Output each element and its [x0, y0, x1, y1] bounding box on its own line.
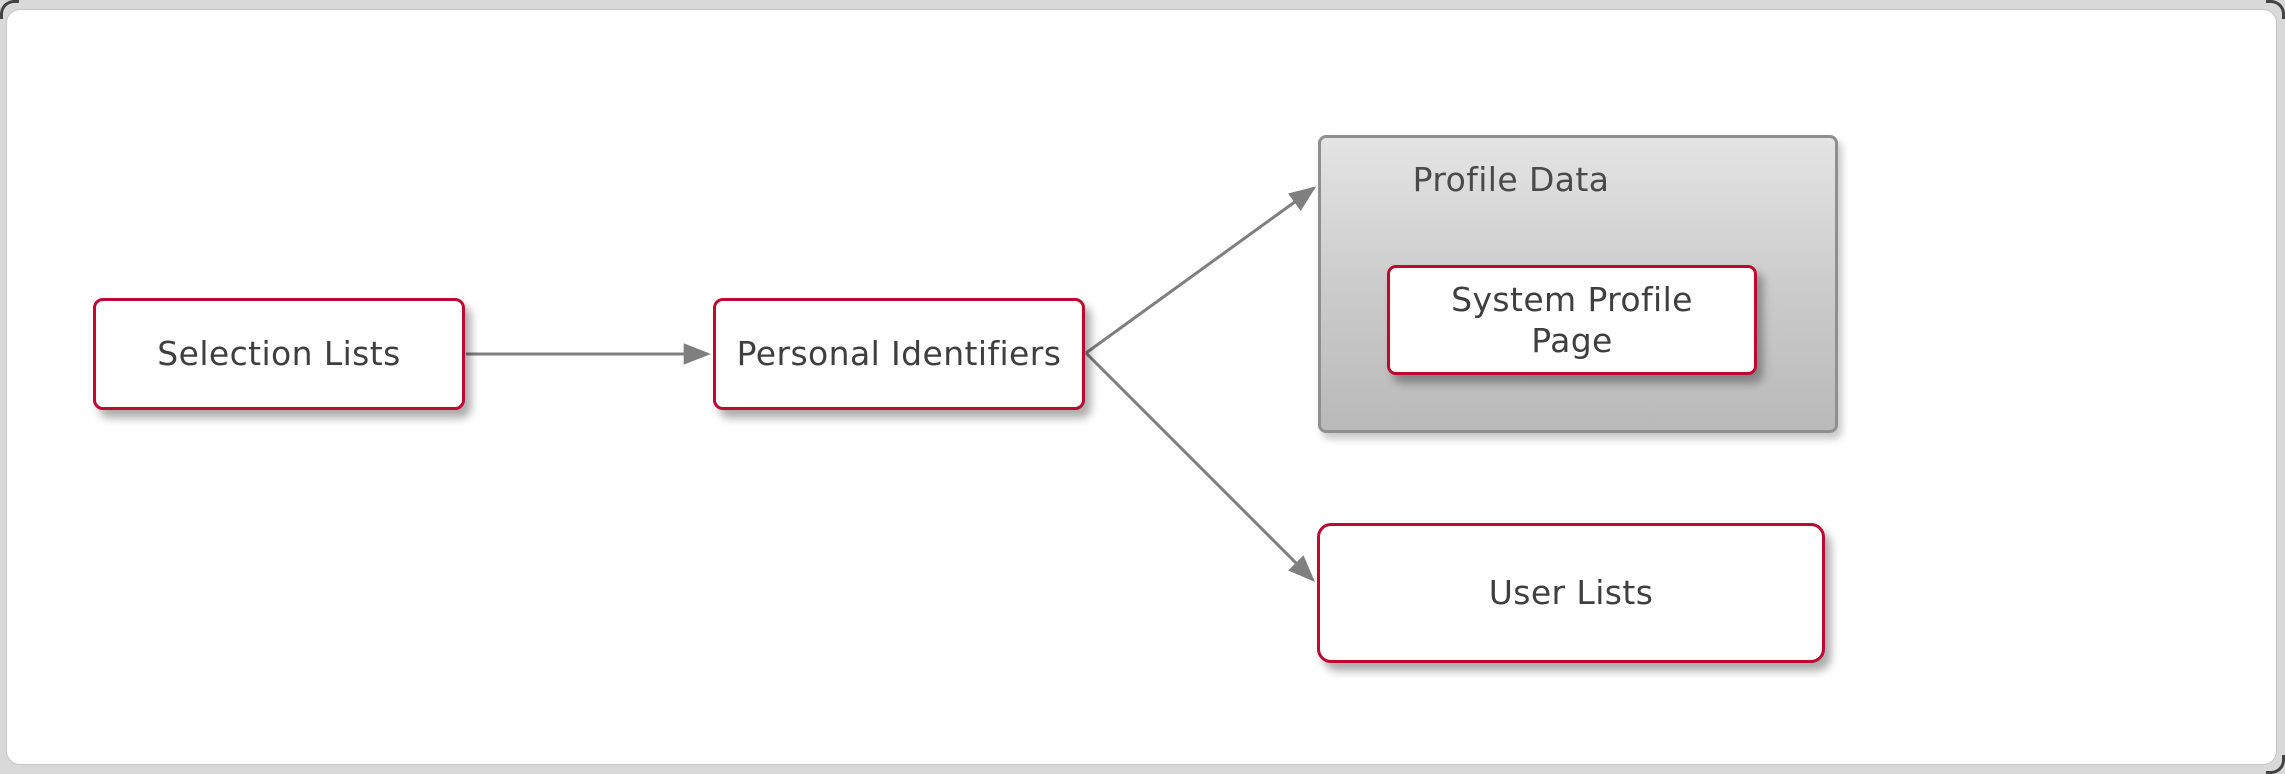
node-user-lists-label: User Lists — [1488, 573, 1654, 613]
node-user-lists[interactable]: User Lists — [1317, 523, 1825, 663]
group-profile-data-title: Profile Data — [1412, 160, 1610, 199]
frame-corner-top-left — [0, 0, 19, 19]
frame-corner-top-right — [2266, 0, 2285, 19]
node-selection-lists-label: Selection Lists — [157, 334, 401, 374]
node-selection-lists[interactable]: Selection Lists — [93, 298, 465, 410]
node-personal-identifiers-label: Personal Identifiers — [736, 334, 1062, 374]
node-system-profile-page-label: System Profile Page — [1451, 279, 1693, 360]
node-personal-identifiers[interactable]: Personal Identifiers — [713, 298, 1085, 410]
node-system-profile-page[interactable]: System Profile Page — [1387, 265, 1757, 375]
frame-corner-bottom-right — [2266, 755, 2285, 774]
